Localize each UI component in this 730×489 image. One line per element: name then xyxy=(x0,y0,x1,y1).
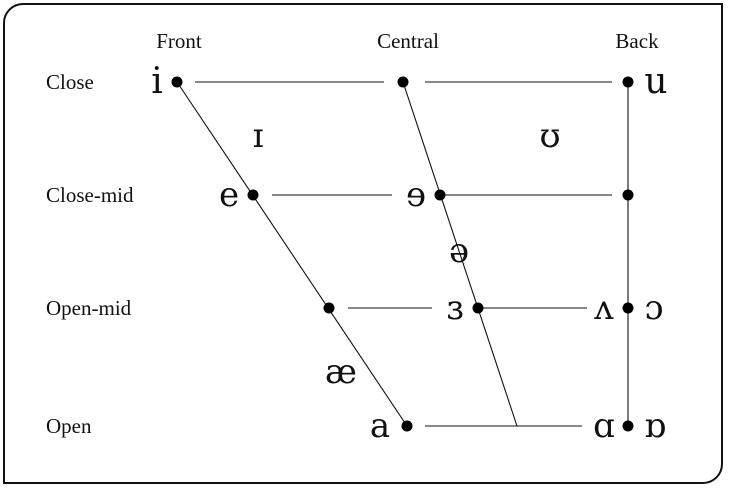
central-edge-line xyxy=(402,81,518,427)
dot-open-back xyxy=(622,420,634,432)
row-label-open-mid: Open-mid xyxy=(46,296,132,320)
dot-open-mid-central xyxy=(472,302,484,314)
vowel-close-front: i xyxy=(151,61,163,102)
vowel-near-close-back: ʊ xyxy=(539,116,560,156)
dot-close-back xyxy=(622,76,634,88)
column-label-central: Central xyxy=(377,29,439,53)
front-edge-line xyxy=(176,81,408,427)
column-label-front: Front xyxy=(156,29,202,53)
dot-close-mid-central xyxy=(434,189,446,201)
vowel-dots xyxy=(171,76,634,432)
vowel-close-back: u xyxy=(644,61,667,102)
dot-close-mid-back xyxy=(622,189,634,201)
dot-open-mid-back xyxy=(622,302,634,314)
vowel-open-mid-central: ɜ xyxy=(446,288,463,328)
column-label-back: Back xyxy=(615,29,659,53)
vowel-open-front: a xyxy=(370,406,390,446)
vowel-open-back-rounded: ɒ xyxy=(644,406,666,446)
vowel-near-close-front: ɪ xyxy=(253,116,264,156)
dot-close-front xyxy=(171,76,183,88)
vowel-open-back-unrounded: ɑ xyxy=(593,406,615,446)
dot-open-mid-front xyxy=(323,302,335,314)
dot-close-central xyxy=(397,76,409,88)
chart-guides xyxy=(176,81,629,427)
vowel-open-mid-back-unrounded: ʌ xyxy=(593,288,614,328)
dot-open-front xyxy=(401,420,413,432)
row-label-close: Close xyxy=(46,70,94,94)
row-label-close-mid: Close-mid xyxy=(46,183,134,207)
vowel-open-mid-back-rounded: ɔ xyxy=(644,288,663,328)
vowel-near-open-front: æ xyxy=(325,352,357,392)
vowel-close-mid-front: e xyxy=(219,175,239,215)
diagram-frame xyxy=(3,3,723,484)
row-label-open: Open xyxy=(46,414,92,438)
vowel-close-mid-central: ɘ xyxy=(406,175,426,215)
vowel-mid-central: ə xyxy=(449,231,469,271)
dot-close-mid-front xyxy=(247,189,259,201)
